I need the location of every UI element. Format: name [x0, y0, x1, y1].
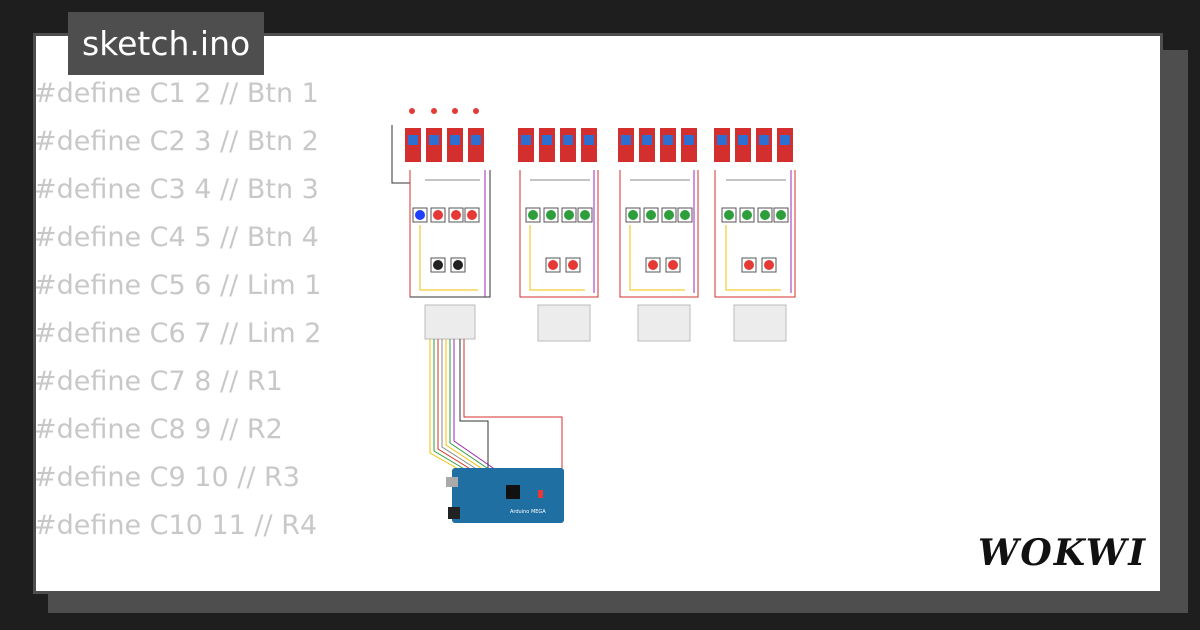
- code-line: #define C8 9 // R2: [34, 414, 283, 445]
- relay-group-4: [714, 128, 793, 162]
- button-row-group-3: [625, 207, 693, 273]
- breadboard-icon: [637, 304, 691, 342]
- relay-group-2: [518, 128, 597, 162]
- led-icon: [409, 108, 415, 114]
- button-row-group-1: [412, 207, 480, 273]
- code-line: #define C10 11 // R4: [34, 510, 318, 541]
- relay-group-3: [618, 128, 697, 162]
- push-button-icon: [546, 210, 556, 220]
- push-button-icon: [467, 210, 477, 220]
- code-line: #define C4 5 // Btn 4: [34, 222, 319, 253]
- wiring: [391, 125, 796, 298]
- push-button-icon: [564, 210, 574, 220]
- wokwi-logo: WOKWI: [978, 532, 1147, 574]
- push-button-icon: [760, 210, 770, 220]
- code-line: #define C3 4 // Btn 3: [34, 174, 319, 205]
- push-button-icon: [648, 260, 658, 270]
- push-button-icon: [453, 260, 463, 270]
- push-button-icon: [744, 260, 754, 270]
- push-button-icon: [451, 210, 461, 220]
- push-button-icon: [580, 210, 590, 220]
- push-button-icon: [724, 210, 734, 220]
- push-button-icon: [668, 260, 678, 270]
- breadboards: [424, 304, 787, 342]
- board-label: Arduino MEGA: [510, 509, 546, 515]
- button-row-group-2: [525, 207, 593, 273]
- code-line: #define C7 8 // R1: [34, 366, 283, 397]
- circuit-diagram: Arduino MEGA: [391, 108, 796, 523]
- preview-card: [33, 33, 1163, 594]
- relay-group-1: [405, 128, 484, 162]
- file-tab-label: sketch.ino: [82, 24, 251, 63]
- button-row-group-4: [721, 207, 789, 273]
- breadboard-icon: [733, 304, 787, 342]
- led-icon: [452, 108, 458, 114]
- push-button-icon: [742, 210, 752, 220]
- code-snippet: #define C1 2 // Btn 1 #define C2 3 // Bt…: [34, 70, 321, 550]
- led-icon: [473, 108, 479, 114]
- push-button-icon: [433, 210, 443, 220]
- push-button-icon: [433, 260, 443, 270]
- push-button-icon: [528, 210, 538, 220]
- logo-text: WOKWI: [978, 532, 1148, 574]
- push-button-icon: [664, 210, 674, 220]
- push-button-icon: [764, 260, 774, 270]
- wire-bundle: [429, 339, 563, 471]
- push-button-icon: [568, 260, 578, 270]
- code-line: #define C5 6 // Lim 1: [34, 270, 322, 301]
- code-line: #define C9 10 // R3: [34, 462, 300, 493]
- push-button-icon: [548, 260, 558, 270]
- push-button-icon: [776, 210, 786, 220]
- arduino-mega-board: Arduino MEGA: [446, 468, 564, 523]
- code-line: #define C2 3 // Btn 2: [34, 126, 319, 157]
- led-icon: [431, 108, 437, 114]
- push-button-icon: [680, 210, 690, 220]
- breadboard-icon: [424, 304, 476, 340]
- push-button-icon: [628, 210, 638, 220]
- push-button-icon: [415, 210, 425, 220]
- file-tab[interactable]: sketch.ino: [68, 12, 265, 75]
- led-row: [409, 108, 479, 114]
- code-line: #define C6 7 // Lim 2: [34, 318, 322, 349]
- code-line: #define C1 2 // Btn 1: [34, 78, 319, 109]
- push-button-icon: [646, 210, 656, 220]
- breadboard-icon: [537, 304, 591, 342]
